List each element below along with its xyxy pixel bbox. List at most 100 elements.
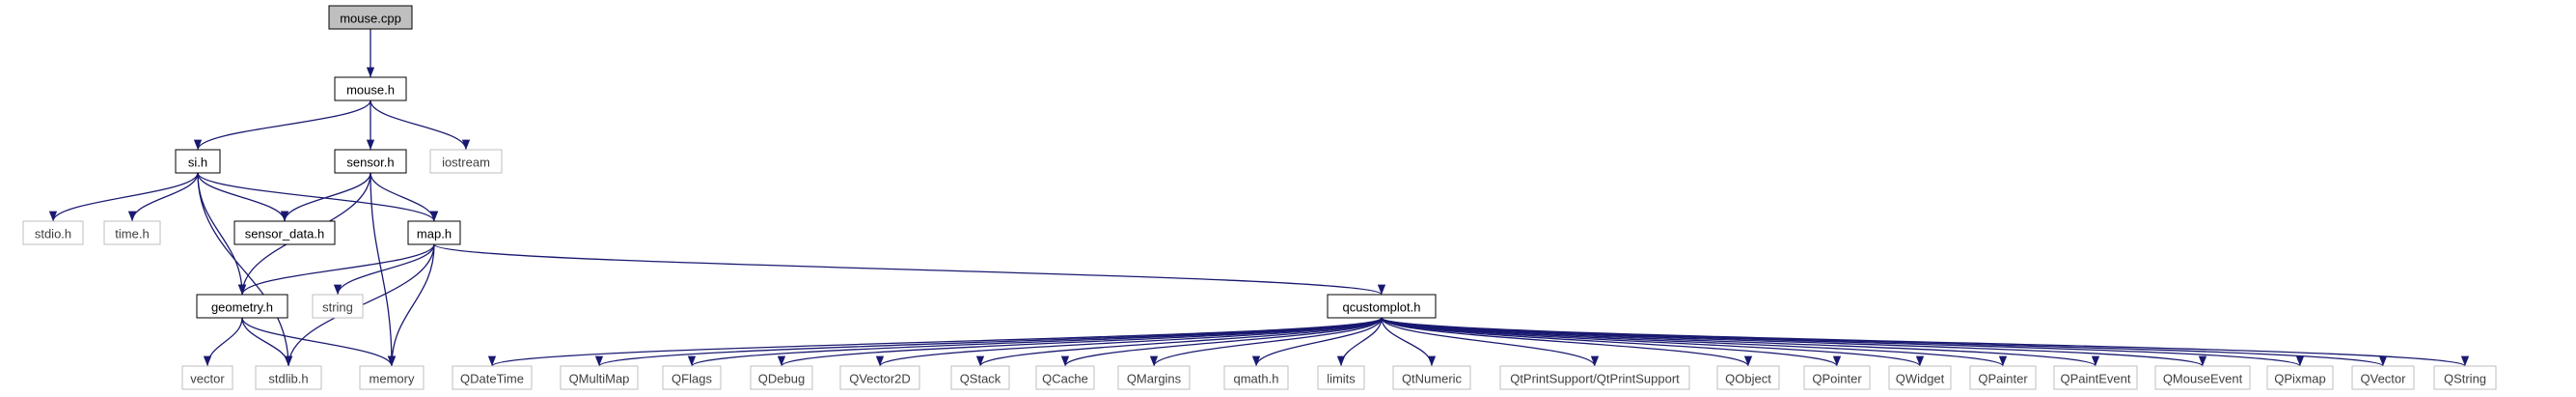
node-qvector: QVector <box>2351 365 2415 390</box>
node-box <box>22 220 84 245</box>
node-qmargins: QMargins <box>1117 365 1191 390</box>
node-label: QMouseEvent <box>2163 372 2243 386</box>
node-time-h: time.h <box>103 220 161 245</box>
node-si-h[interactable]: si.h <box>175 149 221 174</box>
edge-geometry_h-to-vector <box>203 317 243 367</box>
node-box <box>1317 365 1365 390</box>
edge-qcustomplot_h-to-QObject <box>1381 317 1752 367</box>
node-box <box>181 365 233 390</box>
node-box <box>950 365 1010 390</box>
node-box <box>2433 365 2497 390</box>
node-box <box>196 294 288 319</box>
node-qpaintevent: QPaintEvent <box>2053 365 2138 390</box>
edge-qcustomplot_h-to-QPainter <box>1381 317 2007 367</box>
node-qpainter: QPainter <box>1969 365 2037 390</box>
edge-qcustomplot_h-to-QDebug <box>778 317 1383 367</box>
node-sensor-h[interactable]: sensor.h <box>334 149 407 174</box>
node-label: memory <box>370 372 415 386</box>
node-stdlib-h: stdlib.h <box>255 365 322 390</box>
node-label: QPixmap <box>2274 372 2325 386</box>
node-sensor-data-h[interactable]: sensor_data.h <box>233 220 336 245</box>
edge-qcustomplot_h-to-QString <box>1381 317 2469 367</box>
node-box <box>334 76 407 101</box>
edge-si_h-to-stdio_h <box>48 172 199 222</box>
node-label: QWidget <box>1896 372 1945 386</box>
node-qobject: QObject <box>1716 365 1780 390</box>
node-qtprintsupport: QtPrintSupport/QtPrintSupport <box>1499 365 1690 390</box>
edge-sensor_h-to-sensor_data_h <box>280 172 371 222</box>
node-label: QString <box>2444 372 2486 386</box>
node-box <box>2351 365 2415 390</box>
node-label: QtNumeric <box>1402 372 1463 386</box>
edge-qcustomplot_h-to-QFlags <box>688 317 1383 367</box>
node-memory: memory <box>359 365 425 390</box>
edge-qcustomplot_h-to-limits <box>1336 317 1383 367</box>
node-box <box>1035 365 1095 390</box>
node-box <box>560 365 639 390</box>
node-box <box>429 149 503 174</box>
node-box <box>750 365 813 390</box>
node-label: QVector2D <box>849 372 911 386</box>
node-label: stdlib.h <box>268 372 308 386</box>
edge-si_h-to-map_h <box>197 172 439 222</box>
node-label: map.h <box>417 227 452 241</box>
edge-qcustomplot_h-to-QStack <box>976 317 1383 367</box>
edge-qcustomplot_h-to-QPointer <box>1381 317 1841 367</box>
node-label: geometry.h <box>211 300 273 315</box>
node-mouse-cpp[interactable]: mouse.cpp <box>328 5 413 30</box>
node-label: string <box>322 300 353 315</box>
node-box <box>1716 365 1780 390</box>
node-box <box>2154 365 2251 390</box>
edge-si_h-to-time_h <box>127 172 199 222</box>
node-label: QDebug <box>758 372 805 386</box>
node-box <box>1223 365 1289 390</box>
node-qcustomplot-h[interactable]: qcustomplot.h <box>1327 294 1437 319</box>
node-box <box>175 149 221 174</box>
edge-sensor_h-to-memory <box>370 172 397 367</box>
node-mouse-h[interactable]: mouse.h <box>334 76 407 101</box>
node-box <box>1969 365 2037 390</box>
node-qstack: QStack <box>950 365 1010 390</box>
node-box <box>359 365 425 390</box>
edge-map_h-to-geometry_h <box>237 243 435 296</box>
edge-qcustomplot_h-to-QtPrintSupport <box>1381 317 1600 367</box>
node-label: QPaintEvent <box>2061 372 2131 386</box>
node-label: qcustomplot.h <box>1343 300 1421 315</box>
edge-map_h-to-memory <box>387 243 435 367</box>
node-label: iostream <box>442 156 490 170</box>
node-geometry-h[interactable]: geometry.h <box>196 294 288 319</box>
node-qmath-h: qmath.h <box>1223 365 1289 390</box>
node-qmultimap: QMultiMap <box>560 365 639 390</box>
edge-mouse_h-to-si_h <box>193 99 371 151</box>
node-box <box>662 365 722 390</box>
node-box <box>1117 365 1191 390</box>
node-box <box>328 5 413 30</box>
edge-qcustomplot_h-to-QDateTime <box>488 317 1383 367</box>
node-label: QPointer <box>1812 372 1862 386</box>
node-label: sensor_data.h <box>245 227 324 241</box>
node-qpointer: QPointer <box>1803 365 1871 390</box>
node-string: string <box>312 294 364 319</box>
edges-layer <box>48 28 2469 367</box>
edge-qcustomplot_h-to-QVector <box>1381 317 2387 367</box>
node-qstring: QString <box>2433 365 2497 390</box>
node-box <box>255 365 322 390</box>
node-label: QStack <box>960 372 1001 386</box>
edge-qcustomplot_h-to-QVector2D <box>876 317 1383 367</box>
node-box <box>1499 365 1690 390</box>
node-box <box>839 365 920 390</box>
node-stdio-h: stdio.h <box>22 220 84 245</box>
edge-mouse_h-to-iostream <box>370 99 471 151</box>
edge-qcustomplot_h-to-QMargins <box>1149 317 1383 367</box>
edge-si_h-to-sensor_data_h <box>197 172 289 222</box>
node-label: QtPrintSupport/QtPrintSupport <box>1510 372 1680 386</box>
node-qpixmap: QPixmap <box>2266 365 2334 390</box>
node-map-h[interactable]: map.h <box>407 220 461 245</box>
nodes-layer: mouse.cpp mouse.h si.h sensor.h iostream stdi… <box>22 5 2497 390</box>
node-label: limits <box>1327 372 1356 386</box>
node-iostream: iostream <box>429 149 503 174</box>
node-label: QMargins <box>1127 372 1182 386</box>
node-label: QFlags <box>671 372 712 386</box>
